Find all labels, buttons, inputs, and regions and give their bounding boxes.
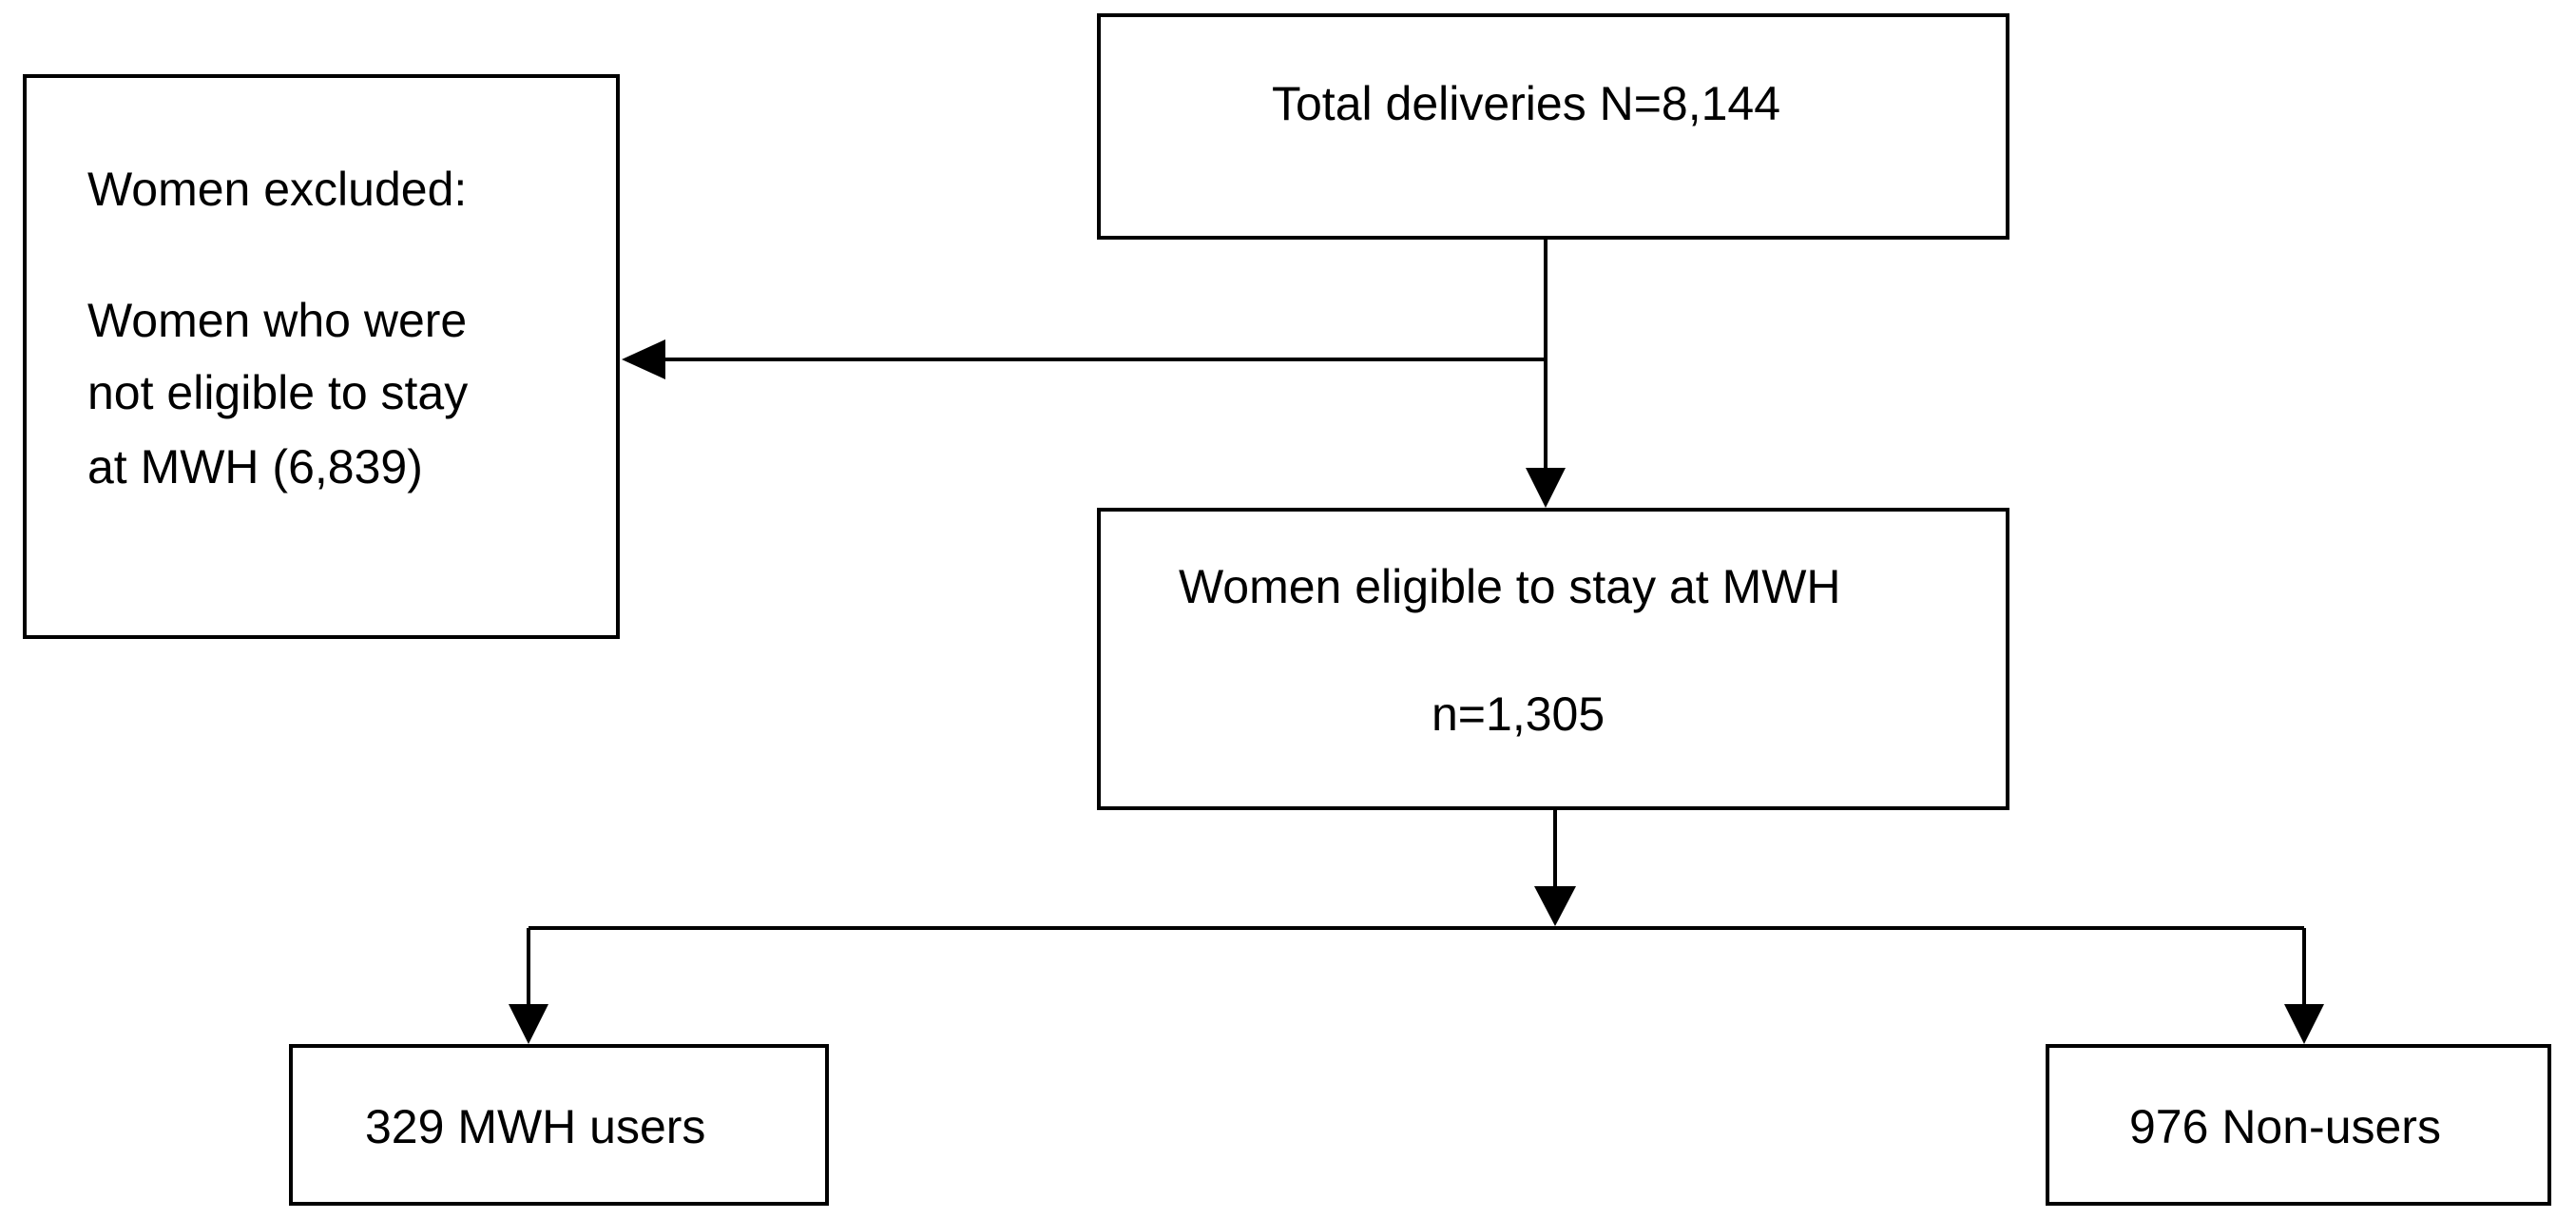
excluded-line-3: at MWH (6,839) bbox=[87, 440, 423, 493]
excluded-heading: Women excluded: bbox=[87, 163, 468, 216]
arrowhead-excluded bbox=[622, 339, 665, 379]
excluded-line-2: not eligible to stay bbox=[87, 366, 469, 419]
arrowhead-eligible bbox=[1526, 468, 1566, 508]
eligible-box: Women eligible to stay at MWH n=1,305 bbox=[1097, 508, 2009, 810]
arrowhead-nonusers bbox=[2284, 1004, 2324, 1044]
mwh-users-box: 329 MWH users bbox=[289, 1044, 829, 1206]
arrowhead-users bbox=[509, 1004, 548, 1044]
arrowhead-split bbox=[1534, 886, 1576, 926]
non-users-label: 976 Non-users bbox=[2129, 1100, 2441, 1153]
total-deliveries-label: Total deliveries N=8,144 bbox=[1272, 77, 1781, 130]
eligible-count: n=1,305 bbox=[1432, 687, 1605, 741]
excluded-box: Women excluded: Women who were not eligi… bbox=[23, 74, 620, 639]
eligible-label: Women eligible to stay at MWH bbox=[1179, 560, 1841, 613]
mwh-users-label: 329 MWH users bbox=[365, 1100, 706, 1153]
non-users-box: 976 Non-users bbox=[2046, 1044, 2551, 1206]
total-deliveries-box: Total deliveries N=8,144 bbox=[1097, 13, 2009, 240]
excluded-line-1: Women who were bbox=[87, 294, 468, 347]
